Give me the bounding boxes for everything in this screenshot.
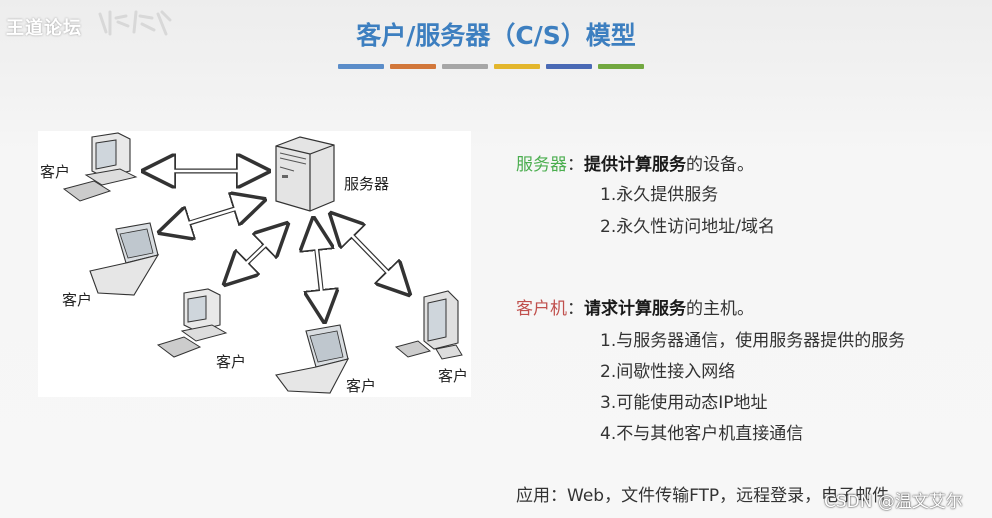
server-label: 服务器 [344, 175, 390, 193]
colon: ： [567, 155, 584, 175]
diagram-canvas [62, 132, 463, 394]
desktop-computer-icon [62, 132, 138, 202]
laptop-icon [89, 222, 160, 296]
site-logo: 王道论坛 [6, 18, 82, 39]
client-label: 客户 [346, 377, 377, 395]
calligraphy-logo-icon [98, 10, 172, 36]
csdn-watermark: CSDN @温文艾尔 [824, 492, 963, 512]
client-item: 3.可能使用动态IP地址 [600, 393, 768, 413]
colon: ： [567, 299, 584, 319]
color-segment [546, 64, 592, 69]
color-segment [390, 64, 436, 69]
client-definition: 客户机：请求计算服务的主机。 [516, 294, 754, 319]
laptop-icon [275, 324, 350, 394]
slide-title: 客户/服务器（C/S）模型 [356, 21, 636, 50]
monitor-icon [394, 290, 463, 360]
server-term: 服务器 [516, 155, 567, 175]
client-rest: 的主机。 [686, 299, 754, 319]
color-segment [338, 64, 384, 69]
server-item: 2.永久性访问地址/域名 [600, 217, 775, 237]
server-item: 1.永久提供服务 [600, 185, 719, 205]
client-item: 2.间歇性接入网络 [600, 362, 736, 382]
server-definition: 服务器：提供计算服务的设备。 [516, 150, 754, 175]
client-emphasis: 请求计算服务 [584, 299, 686, 319]
client-item: 1.与服务器通信，使用服务器提供的服务 [600, 331, 906, 351]
color-segment [494, 64, 540, 69]
server-icon [275, 136, 335, 212]
network-diagram: 客户 服务器 客户 客户 客户 客户 [38, 131, 471, 397]
server-emphasis: 提供计算服务 [584, 155, 686, 175]
client-item: 4.不与其他客户机直接通信 [600, 424, 804, 444]
client-label: 客户 [62, 291, 93, 309]
client-label: 客户 [438, 367, 469, 385]
server-rest: 的设备。 [686, 155, 754, 175]
client-label: 客户 [216, 353, 247, 371]
client-label: 客户 [40, 163, 71, 181]
color-segment [598, 64, 644, 69]
title-color-bar [338, 64, 644, 69]
color-segment [442, 64, 488, 69]
application-note: 应用：Web，文件传输FTP，远程登录，电子邮件 [516, 486, 890, 506]
client-term: 客户机 [516, 299, 567, 319]
desktop-computer-icon [156, 288, 228, 358]
